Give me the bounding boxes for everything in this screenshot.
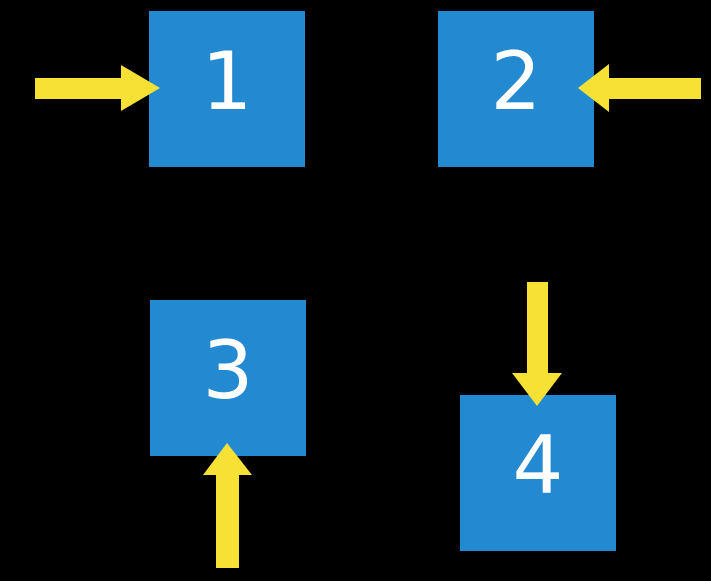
box-3: 3 <box>150 300 306 456</box>
box-4: 4 <box>460 395 616 551</box>
box-1-label: 1 <box>201 35 253 128</box>
box-1: 1 <box>149 11 305 167</box>
arrow-pointing-down-icon <box>512 282 562 406</box>
box-3-label: 3 <box>202 324 254 417</box>
box-2-label: 2 <box>490 35 542 128</box>
box-2: 2 <box>438 11 594 167</box>
box-4-label: 4 <box>512 419 564 512</box>
arrow-pointing-up-icon <box>203 443 252 568</box>
arrow-pointing-right-icon <box>35 65 160 111</box>
arrow-pointing-left-icon <box>578 64 701 112</box>
